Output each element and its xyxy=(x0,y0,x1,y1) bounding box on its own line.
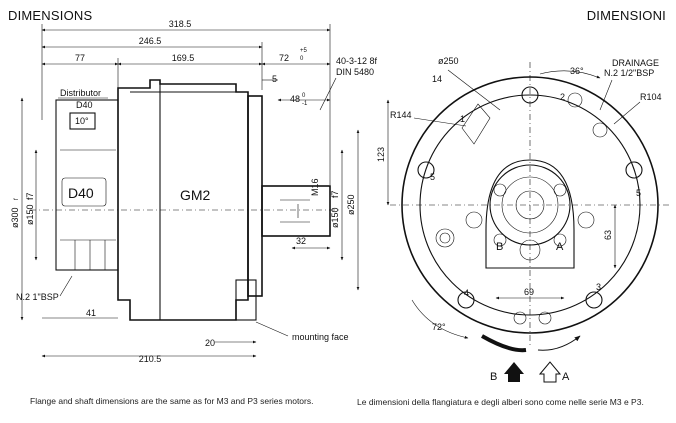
dim-d150: ø150 xyxy=(25,204,35,225)
dim-69: 69 xyxy=(524,287,534,297)
mounting-face-label: mounting face xyxy=(292,332,349,342)
dim-123: 123 xyxy=(376,147,386,162)
dim-d150-right: ø150 xyxy=(330,207,340,228)
dim-72-lower-tol: 0 xyxy=(300,56,304,62)
spline-spec-line1: 40-3-12 8f xyxy=(336,56,378,66)
dim-d150-right-tol: f7 xyxy=(330,190,340,198)
angle-36: 36° xyxy=(570,66,584,76)
dim-318-5: 318.5 xyxy=(169,19,192,29)
dim-d150-tol: f7 xyxy=(25,192,35,200)
title-dimensions: DIMENSIONS xyxy=(8,8,93,23)
caption-italian: Le dimensioni della flangiatura e degli … xyxy=(357,397,644,407)
dim-48-upper-tol: 0 xyxy=(302,93,306,99)
dim-63: 63 xyxy=(603,230,613,240)
dim-r104: R104 xyxy=(640,92,662,102)
dim-d300-tol: f xyxy=(14,198,20,200)
section-num-5b: 5 xyxy=(636,188,641,198)
dim-20: 20 xyxy=(205,338,215,348)
distributor-label: Distributor xyxy=(60,88,101,98)
caption-english: Flange and shaft dimensions are the same… xyxy=(30,396,314,406)
d40-big-label: D40 xyxy=(68,185,94,201)
drainage-spec: N.2 1/2"BSP xyxy=(604,68,654,78)
d40-small-label: D40 xyxy=(76,100,93,110)
section-num-5a: 5 xyxy=(430,172,435,182)
dim-r144: R144 xyxy=(390,110,412,120)
dim-41: 41 xyxy=(86,308,96,318)
dim-14: 14 xyxy=(432,74,442,84)
port-b-label: B xyxy=(496,241,503,253)
angle-box xyxy=(69,112,96,130)
port-a-label: A xyxy=(556,241,564,253)
port-label: N.2 1"BSP xyxy=(16,292,59,302)
angle-box-label: 10° xyxy=(75,116,89,126)
dim-d250-front: ø250 xyxy=(438,56,459,66)
spline-spec-line2: DIN 5480 xyxy=(336,67,374,77)
rotation-arrow-a xyxy=(538,361,562,383)
rotation-label-b: B xyxy=(490,371,497,383)
dim-32: 32 xyxy=(296,236,306,246)
section-num-2: 2 xyxy=(560,92,565,102)
side-view: 318.5 246.5 77 169.5 72 +5 0 5 48 0 -1 4… xyxy=(10,19,378,364)
dim-246-5: 246.5 xyxy=(139,36,162,46)
gm2-label: GM2 xyxy=(180,187,211,203)
thread-m16: M16 xyxy=(310,178,320,196)
dim-48: 48 xyxy=(290,94,300,104)
dim-5: 5 xyxy=(272,74,277,84)
section-num-3: 3 xyxy=(596,282,601,292)
section-num-4: 4 xyxy=(464,288,469,298)
title-dimensioni: DIMENSIONI xyxy=(586,8,666,23)
dim-169-5: 169.5 xyxy=(172,53,195,63)
angle-72: 72° xyxy=(432,322,446,332)
dim-d250: ø250 xyxy=(346,194,356,215)
dim-210-5: 210.5 xyxy=(139,354,162,364)
dim-48-lower-tol: -1 xyxy=(302,101,308,107)
rotation-label-a: A xyxy=(562,371,570,383)
front-view: ø250 14 R144 36° DRAINAGE N.2 1/2"BSP R1… xyxy=(376,56,670,383)
dim-72: 72 xyxy=(279,53,289,63)
drainage-label: DRAINAGE xyxy=(612,58,659,68)
dim-d300: ø300 xyxy=(10,207,20,228)
section-num-1: 1 xyxy=(460,114,465,124)
dim-72-upper-tol: +5 xyxy=(300,48,308,54)
dim-77: 77 xyxy=(75,53,85,63)
rotation-arrow-b xyxy=(504,362,524,382)
